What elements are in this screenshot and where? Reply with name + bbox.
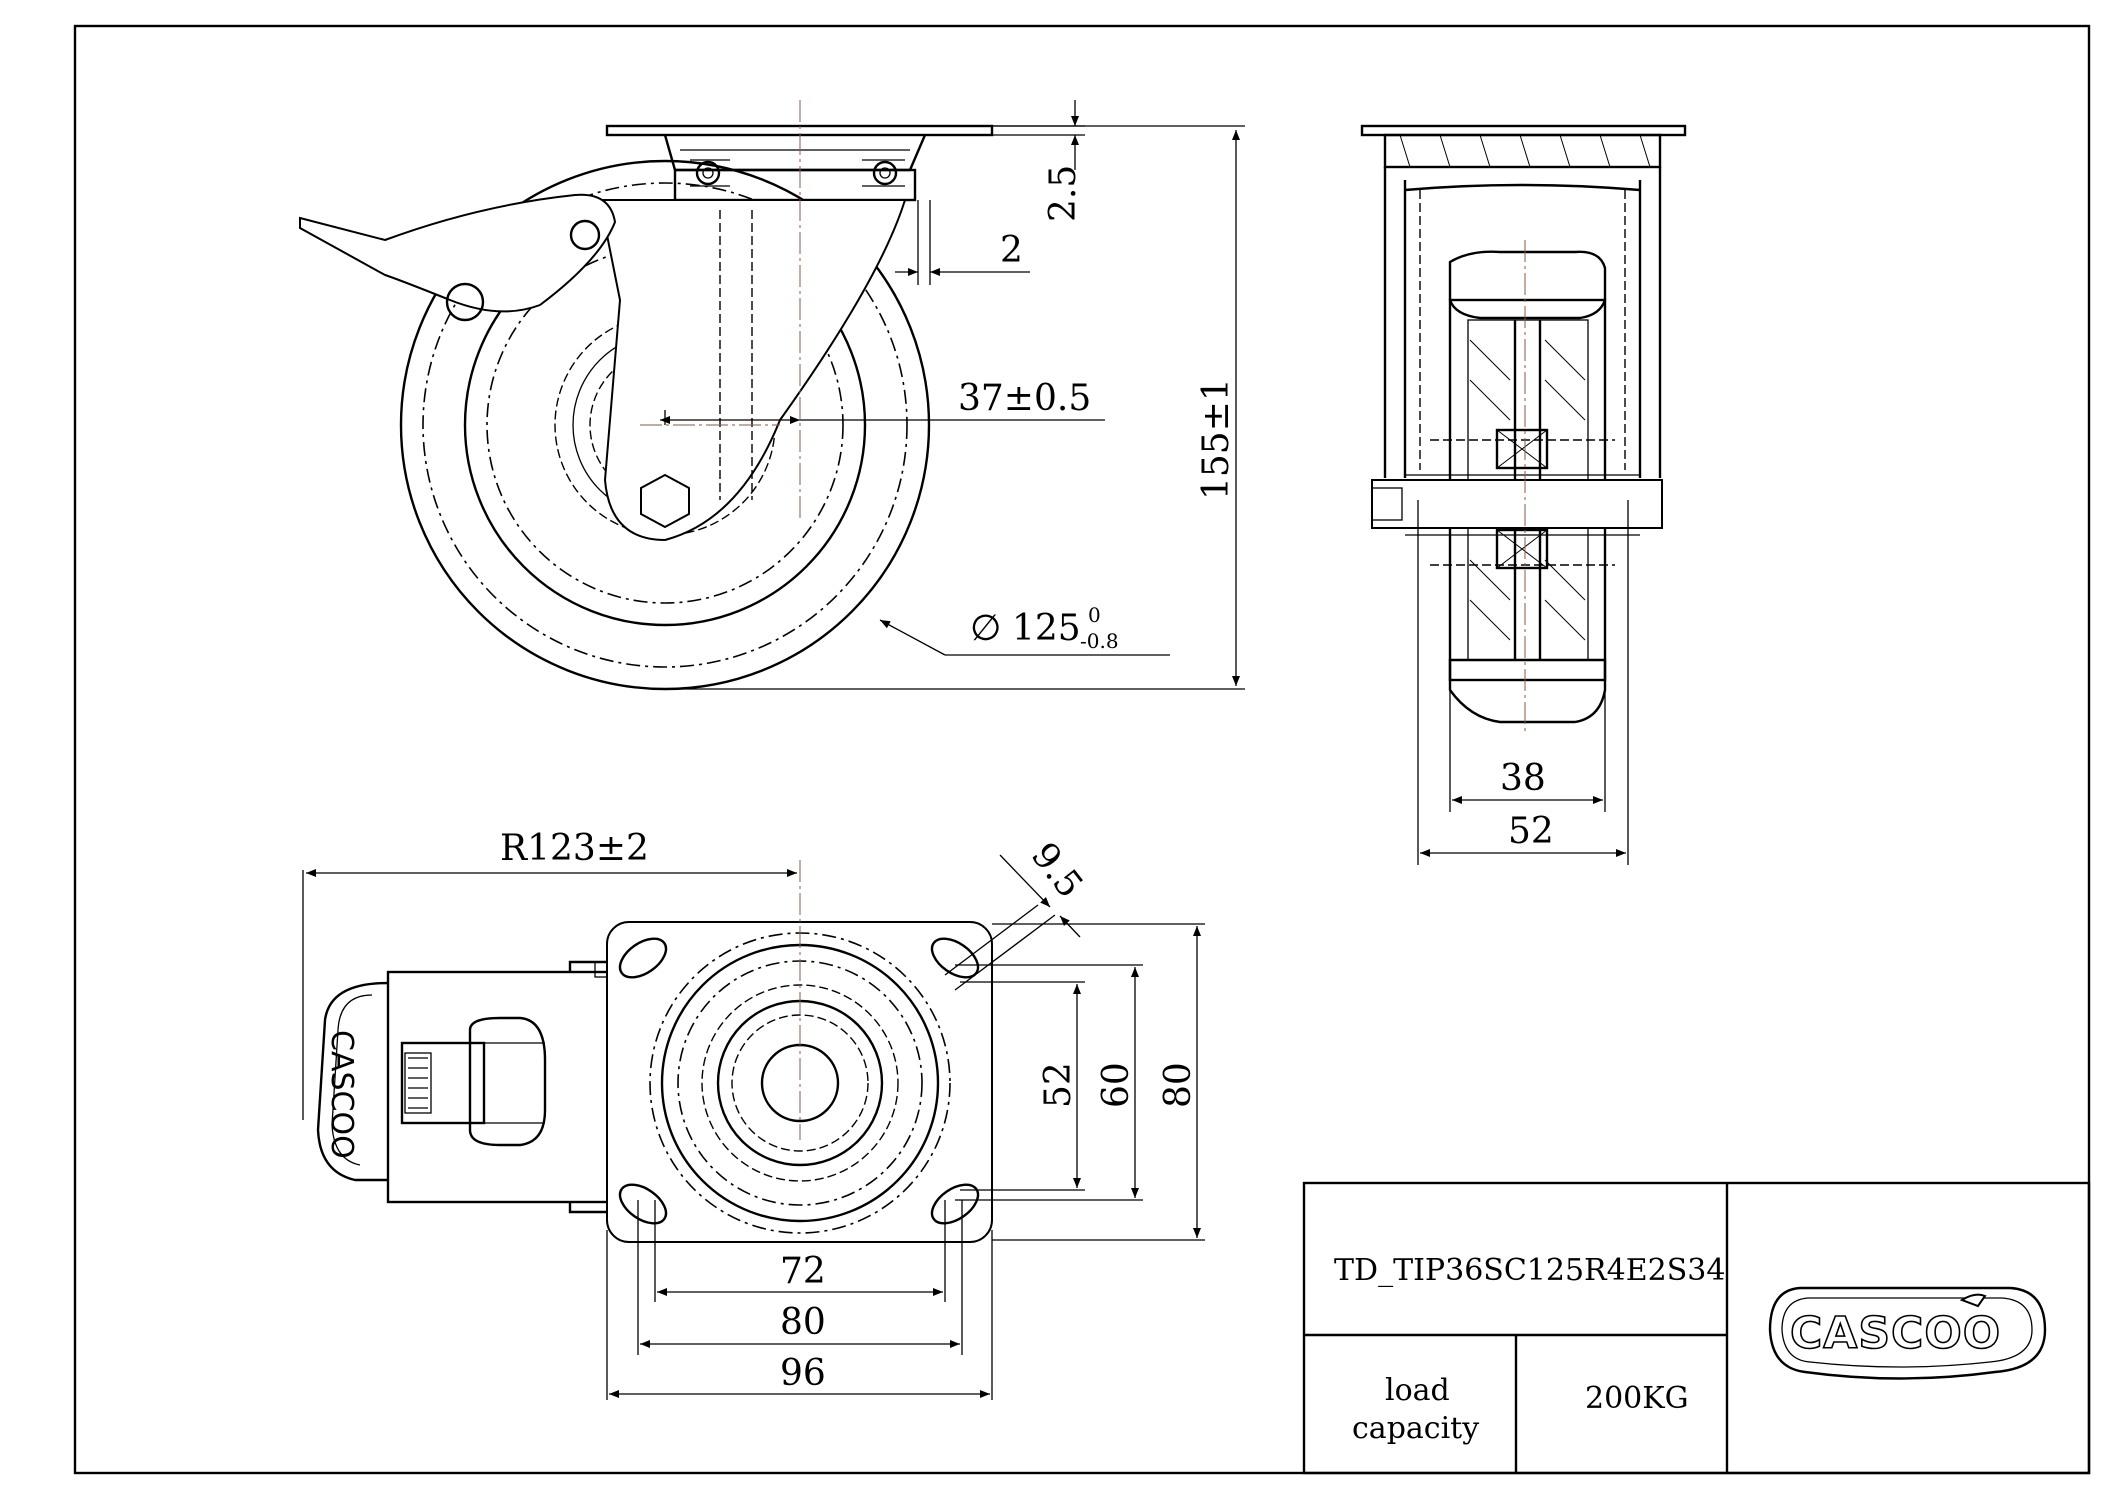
- side-brake-pedal: [299, 193, 617, 313]
- load-label-line1: load: [1385, 1373, 1450, 1408]
- top-view-dimensions: R123±2 9.5 52 60 80 72 80 96: [302, 828, 1205, 1400]
- dim-plate-width-x: 96: [780, 1353, 826, 1394]
- dim-overall-width: 52: [1508, 811, 1554, 852]
- front-fork: [1383, 167, 1662, 478]
- front-tire: [1448, 250, 1607, 320]
- top-brake-body: [386, 970, 612, 1204]
- dim-plate-length-y: 80: [1158, 1062, 1199, 1108]
- dim-wheel-width: 38: [1500, 758, 1546, 799]
- dim-swivel-radius: R123±2: [500, 828, 649, 869]
- dim-hole-spacing-x-inner: 72: [780, 1251, 826, 1292]
- dim-offset-gap: 2: [1000, 230, 1023, 271]
- front-top-plate: [1360, 124, 1687, 137]
- top-view: CASCOO: [316, 860, 993, 1243]
- front-view: [1360, 124, 1687, 735]
- cascoo-logo: CASCOO: [1768, 1286, 2047, 1380]
- front-axle: [1371, 479, 1663, 529]
- drawing-border: [73, 24, 2091, 1475]
- part-number: TD_TIP36SC125R4E2S34: [1334, 1253, 1725, 1288]
- dim-swivel-offset: 37±0.5: [958, 378, 1091, 419]
- dim-plate-thickness: 2.5: [1043, 165, 1084, 222]
- dim-wheel-diameter: 125: [1012, 608, 1081, 649]
- dim-hole-spacing-y-outer: 60: [1096, 1062, 1137, 1108]
- dim-hole-spacing-x-outer: 80: [780, 1302, 826, 1343]
- dim-hole-spacing-y-inner: 52: [1038, 1062, 1079, 1108]
- side-axle-nut: [640, 473, 690, 529]
- front-view-dimensions: 38 52: [1417, 500, 1629, 865]
- dim-wheel-diameter-symbol: ∅: [970, 608, 1001, 649]
- logo-text: CASCOO: [1790, 1308, 2001, 1359]
- dim-slot-width: 9.5: [1023, 835, 1091, 905]
- top-slot-holes: [618, 937, 980, 1225]
- side-view: [299, 100, 994, 691]
- top-pedal-logo: CASCOO: [324, 1030, 359, 1159]
- dim-total-height: 155±1: [1196, 378, 1237, 500]
- dim-wheel-diameter-tol-upper: 0: [1088, 603, 1101, 627]
- load-label-line2: capacity: [1352, 1411, 1479, 1446]
- title-block: TD_TIP36SC125R4E2S34 load capacity 200KG…: [1302, 1181, 2091, 1475]
- side-view-dimensions: 2.5 2 37±0.5 155±1 ∅ 125 0 -0.8: [660, 100, 1245, 690]
- load-value: 200KG: [1585, 1381, 1689, 1416]
- dim-wheel-diameter-tol-lower: -0.8: [1080, 629, 1119, 653]
